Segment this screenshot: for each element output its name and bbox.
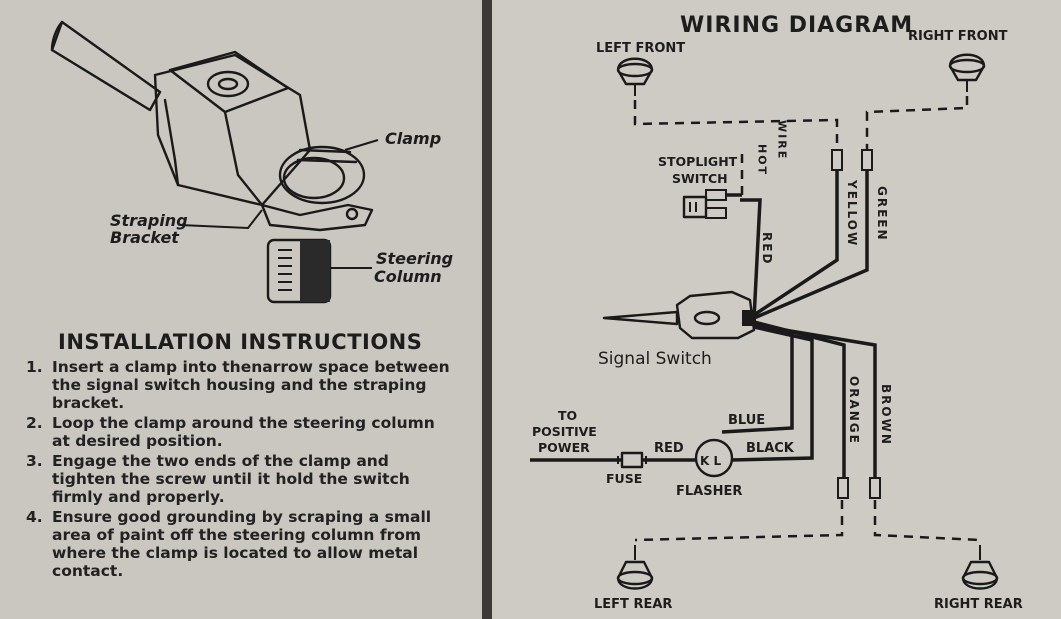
- brown-connector: [869, 477, 881, 499]
- yellow-label: YELLOW: [845, 179, 859, 247]
- clamp-label: Clamp: [385, 129, 441, 148]
- wire-label: WIRE: [776, 120, 789, 160]
- left-front-label: LEFT FRONT: [596, 41, 685, 56]
- column-label: Column: [374, 267, 442, 286]
- flasher-label: FLASHER: [676, 484, 742, 499]
- wiring-diagram-panel: WIRING DIAGRAM LEFT FRONT RIGHT FRONT LE…: [492, 0, 1061, 619]
- red-horizontal-label: RED: [654, 441, 684, 456]
- right-front-dashed-wire: [865, 96, 969, 150]
- orange-label: ORANGE: [847, 376, 861, 445]
- instruction-step: 1.Insert a clamp into thenarrow space be…: [26, 358, 450, 412]
- blue-label: BLUE: [728, 413, 765, 428]
- switch-housing: [153, 53, 312, 207]
- brown-label: BROWN: [879, 384, 893, 446]
- diagram-title: WIRING DIAGRAM: [680, 13, 913, 38]
- fuse-label: FUSE: [606, 471, 642, 486]
- instructions-list: 1.Insert a clamp into thenarrow space be…: [26, 358, 456, 582]
- switch-lever: [50, 20, 162, 112]
- left-front-lamp: [616, 57, 654, 96]
- wiring-diagram: WIRING DIAGRAM LEFT FRONT RIGHT FRONT LE…: [530, 13, 1023, 612]
- stoplight-label: STOPLIGHT: [658, 154, 738, 169]
- black-label: BLACK: [746, 441, 795, 456]
- right-rear-dashed-wire: [873, 500, 981, 542]
- flasher-terminals: K L: [700, 454, 721, 468]
- fuse: [617, 451, 647, 469]
- instruction-step: 2.Loop the clamp around the steering col…: [26, 414, 435, 450]
- signal-switch: [602, 290, 756, 340]
- left-rear-dashed-wire: [634, 500, 844, 542]
- right-front-lamp: [948, 53, 986, 92]
- flasher: K L: [694, 438, 734, 478]
- to-label: TO: [558, 408, 577, 423]
- clamp-ring: [278, 145, 366, 205]
- hot-label: HOT: [756, 144, 769, 176]
- red-vertical-label: RED: [760, 232, 774, 265]
- straping-label: Straping: [110, 211, 188, 230]
- instruction-step: 3.Engage the two ends of the clamp and t…: [26, 452, 410, 506]
- signal-switch-label: Signal Switch: [598, 349, 712, 369]
- signal-housing: [675, 290, 756, 340]
- power-label: POWER: [538, 440, 590, 455]
- right-rear-lamp: [961, 545, 999, 590]
- green-connector: [861, 149, 873, 171]
- left-front-dashed-wire: [633, 100, 839, 150]
- bracket-label: Bracket: [110, 228, 180, 247]
- green-wire: [753, 170, 869, 320]
- switch-label: SWITCH: [672, 171, 728, 186]
- installation-panel: Clamp Straping Bracket Steering Column I…: [0, 0, 482, 619]
- steering-label: Steering: [376, 249, 453, 268]
- right-front-label: RIGHT FRONT: [908, 29, 1008, 44]
- yellow-connector: [831, 149, 843, 171]
- red-vertical-wire: [740, 198, 762, 320]
- brown-wire: [753, 323, 877, 478]
- left-rear-lamp: [616, 545, 654, 590]
- panel-divider: [482, 0, 492, 619]
- black-wire: [731, 325, 814, 462]
- signal-lever: [602, 310, 679, 326]
- positive-label: POSITIVE: [532, 424, 597, 439]
- right-rear-label: RIGHT REAR: [934, 597, 1023, 612]
- switch-illustration: Clamp Straping Bracket Steering Column: [50, 20, 453, 304]
- instructions-title: INSTALLATION INSTRUCTIONS: [58, 330, 423, 354]
- stoplight-switch: [682, 150, 744, 219]
- straping-bracket: [260, 203, 374, 232]
- yellow-wire: [753, 170, 839, 317]
- instruction-step: 4.Ensure good grounding by scraping a sm…: [26, 508, 432, 580]
- left-rear-label: LEFT REAR: [594, 597, 672, 612]
- green-label: GREEN: [875, 186, 889, 242]
- orange-connector: [837, 477, 849, 499]
